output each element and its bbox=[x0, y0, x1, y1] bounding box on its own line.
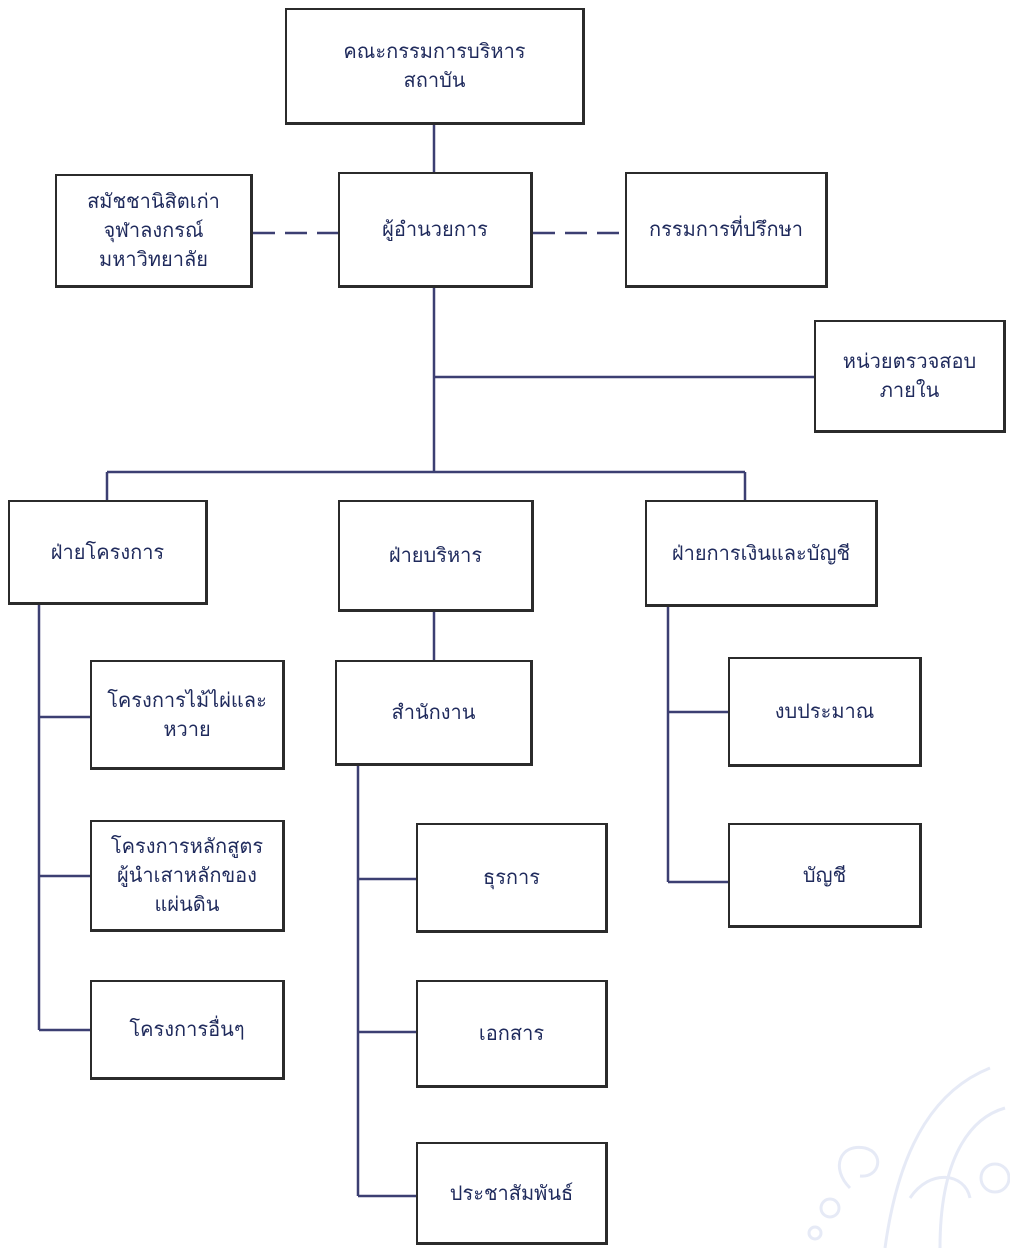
general-affairs-label: ธุรการ bbox=[482, 865, 541, 889]
proj-others-box: โครงการอื่นๆ bbox=[90, 980, 285, 1080]
dept-projects-box: ฝ่ายโครงการ bbox=[8, 500, 208, 605]
director-box: ผู้อำนวยการ bbox=[338, 172, 533, 288]
alumni-label: สมัชชานิสิตเก่า จุฬาลงกรณ์ มหาวิทยาลัย bbox=[87, 189, 220, 271]
budget-box: งบประมาณ bbox=[728, 657, 922, 767]
proj-others-label: โครงการอื่นๆ bbox=[129, 1017, 245, 1041]
accounting-label: บัญชี bbox=[802, 862, 847, 887]
dept-admin-box: ฝ่ายบริหาร bbox=[338, 500, 534, 612]
office-box: สำนักงาน bbox=[335, 660, 533, 766]
public-relations-label: ประชาสัมพันธ์ bbox=[449, 1180, 574, 1205]
budget-label: งบประมาณ bbox=[774, 699, 875, 723]
audit-label: หน่วยตรวจสอบ ภายใน bbox=[842, 349, 977, 402]
public-relations-box: ประชาสัมพันธ์ bbox=[416, 1142, 608, 1245]
documents-label: เอกสาร bbox=[478, 1021, 545, 1045]
dept-finance-box: ฝ่ายการเงินและบัญชี bbox=[645, 500, 878, 607]
advisors-label: กรรมการที่ปรึกษา bbox=[648, 217, 803, 241]
alumni-box: สมัชชานิสิตเก่า จุฬาลงกรณ์ มหาวิทยาลัย bbox=[55, 174, 253, 288]
board-label: คณะกรรมการบริหาร สถาบัน bbox=[343, 39, 526, 92]
audit-box: หน่วยตรวจสอบ ภายใน bbox=[814, 320, 1006, 433]
office-label: สำนักงาน bbox=[391, 700, 476, 724]
dept-finance-label: ฝ่ายการเงินและบัญชี bbox=[671, 540, 851, 565]
proj-bamboo-label: โครงการไม้ไผ่และ หวาย bbox=[107, 687, 267, 741]
proj-leaders-label: โครงการหลักสูตร ผู้นำเสาหลักของ แผ่นดิน bbox=[110, 834, 264, 916]
advisors-box: กรรมการที่ปรึกษา bbox=[625, 172, 828, 288]
proj-leaders-box: โครงการหลักสูตร ผู้นำเสาหลักของ แผ่นดิน bbox=[90, 820, 285, 932]
director-label: ผู้อำนวยการ bbox=[382, 217, 488, 241]
board-box: คณะกรรมการบริหาร สถาบัน bbox=[285, 8, 585, 125]
accounting-box: บัญชี bbox=[728, 823, 922, 928]
general-affairs-box: ธุรการ bbox=[416, 823, 608, 933]
dept-projects-label: ฝ่ายโครงการ bbox=[50, 539, 165, 564]
documents-box: เอกสาร bbox=[416, 980, 608, 1088]
proj-bamboo-box: โครงการไม้ไผ่และ หวาย bbox=[90, 660, 285, 770]
dept-admin-label: ฝ่ายบริหาร bbox=[388, 543, 483, 567]
